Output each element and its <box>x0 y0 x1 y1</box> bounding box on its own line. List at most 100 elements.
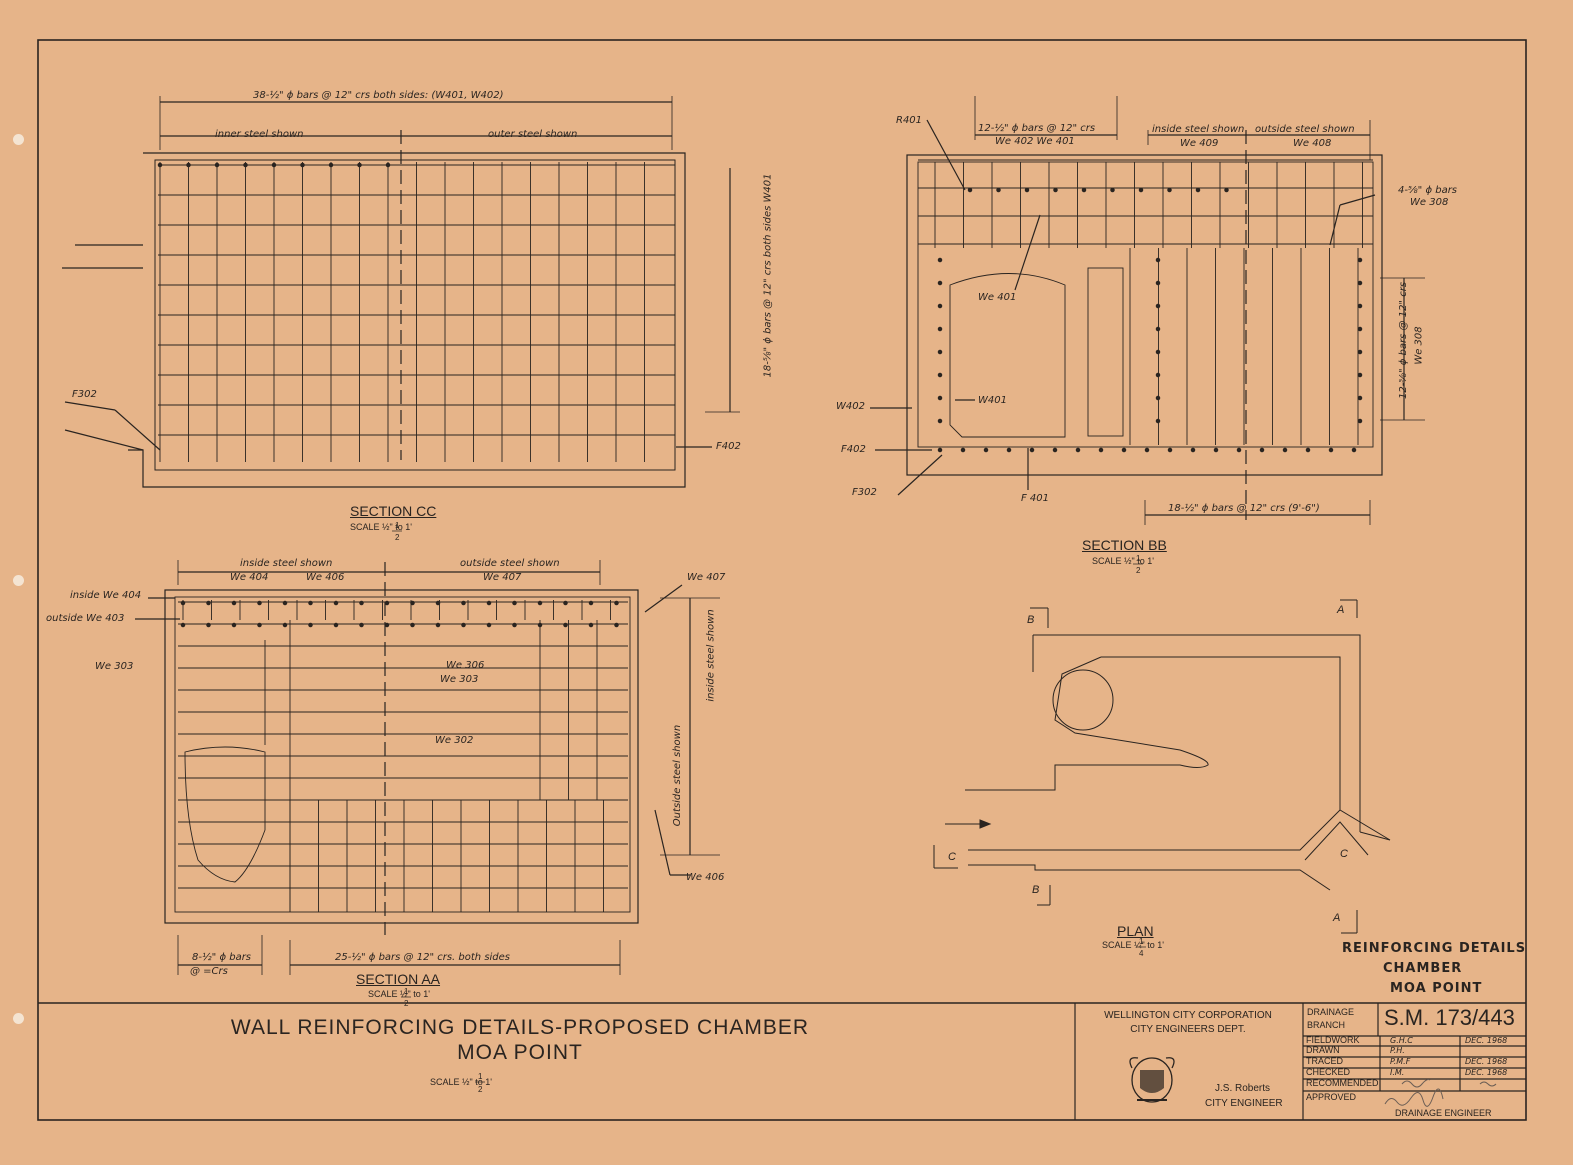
rebar-dot <box>410 600 415 606</box>
rebar-dot <box>486 600 492 606</box>
plan-drawing <box>933 599 1391 934</box>
rebar-dot <box>1357 372 1363 378</box>
rebar-dot <box>180 622 186 628</box>
cc-tag-f402: F402 <box>716 441 741 452</box>
aa-left-dimension: 8-½" ϕ bars <box>192 952 252 963</box>
rebar-dot <box>282 600 288 606</box>
engineer-title: CITY ENGINEER <box>1205 1098 1283 1109</box>
rebar-dot <box>1357 418 1363 424</box>
drawing-title-line2: MOA POINT <box>457 1041 583 1064</box>
rebar-dot <box>1351 447 1357 453</box>
rebar-dot <box>300 162 305 168</box>
rebar-dot <box>1357 395 1363 401</box>
rebar-dot <box>214 162 220 168</box>
rebar-dot <box>1155 257 1161 263</box>
rebar-dot <box>1155 418 1161 424</box>
rebar-dot <box>333 622 339 628</box>
rebar-dot <box>157 162 163 168</box>
rebar-dot <box>937 418 943 424</box>
rebar-dot <box>1155 280 1161 286</box>
aa-left-dimension-spacing: @ =Crs <box>190 966 228 977</box>
rebar-dot <box>1357 349 1363 355</box>
plan-mark-b-bottom: B <box>1032 884 1040 896</box>
cc-inner-note: inner steel shown <box>215 129 304 140</box>
rebar-dot <box>359 600 364 606</box>
rebar-dot <box>960 447 966 453</box>
row-traced-date: DEC. 1968 <box>1465 1057 1508 1066</box>
section-aa-drawing <box>135 560 720 975</box>
rebar-dot <box>206 622 211 628</box>
row-recommended-label: RECOMMENDED <box>1306 1078 1379 1088</box>
rebar-dot <box>1195 187 1201 193</box>
bb-side-dimension: 12-⅝" ϕ bars @ 12" crs <box>1398 281 1410 400</box>
drawing-scale: SCALE ½" to 1' <box>430 1077 492 1087</box>
drawing-title-line1: WALL REINFORCING DETAILS-PROPOSED CHAMBE… <box>230 1016 810 1039</box>
bb-tag-r401: R401 <box>896 115 923 126</box>
rebar-dot <box>614 600 619 606</box>
bb-top-dimension: 12-½" ϕ bars @ 12" crs <box>978 123 1096 134</box>
bb-inside-note: inside steel shown <box>1152 124 1245 135</box>
rebar-dot <box>282 622 288 628</box>
rebar-dot <box>1167 447 1173 453</box>
rebar-dot <box>257 622 262 628</box>
rebar-dot <box>563 622 568 628</box>
cc-top-dimension: 38-½" ϕ bars @ 12" crs both sides: (W401… <box>253 90 504 101</box>
row-drawn-initials: P.H. <box>1390 1046 1405 1055</box>
rebar-dot <box>937 349 943 355</box>
rebar-dot <box>461 600 466 606</box>
aa-tag-we407-top: We 407 <box>483 572 522 583</box>
rebar-dot <box>983 447 989 453</box>
rebar-dot <box>937 395 943 401</box>
svg-text:1: 1 <box>404 987 409 996</box>
plan-scale: SCALE ¼" to 1' <box>1102 940 1164 950</box>
rebar-dot <box>1167 187 1172 193</box>
bb-tag-f402: F402 <box>841 444 866 455</box>
section-bb-title: SECTION BB <box>1082 537 1167 553</box>
handwritten-note-line2: CHAMBER <box>1383 961 1463 976</box>
rebar-dot <box>186 162 191 168</box>
rebar-dot <box>384 622 390 628</box>
aa-bottom-dimension: 25-½" ϕ bars @ 12" crs. both sides <box>335 952 511 963</box>
rebar-dot <box>1282 447 1288 453</box>
rebar-dot <box>1053 187 1058 193</box>
rebar-dot <box>937 326 943 332</box>
rebar-dot <box>435 600 441 606</box>
rebar-dot <box>1155 395 1161 401</box>
bb-tag-we409: We 409 <box>1180 138 1219 149</box>
rebar-dot <box>410 622 415 628</box>
aa-tag-we406b: We 406 <box>686 872 725 883</box>
rebar-dot <box>1357 280 1363 286</box>
row-fieldwork-label: FIELDWORK <box>1306 1035 1360 1045</box>
rebar-dot <box>937 447 943 453</box>
rebar-dot <box>257 600 262 606</box>
rebar-dot <box>1236 447 1242 453</box>
rebar-dot <box>1305 447 1311 453</box>
rebar-dot <box>937 372 943 378</box>
rebar-dot <box>588 622 594 628</box>
rebar-dot <box>937 280 943 286</box>
aa-tag-we303: We 303 <box>95 661 134 672</box>
row-drawn-label: DRAWN <box>1306 1045 1340 1055</box>
section-cc-drawing <box>62 96 740 488</box>
rebar-dot <box>1110 187 1115 193</box>
rebar-dot <box>588 600 594 606</box>
row-checked-initials: I.M. <box>1390 1068 1405 1077</box>
rebar-dot <box>1155 326 1161 332</box>
bb-bars-note: 4-⅝" ϕ bars <box>1398 185 1458 196</box>
rebar-dot <box>1024 187 1030 193</box>
aa-outside-note: outside steel shown <box>460 558 560 569</box>
plan-mark-c-left: C <box>948 851 956 863</box>
rebar-dot <box>206 600 211 606</box>
svg-text:4: 4 <box>1139 949 1144 958</box>
rebar-dot <box>180 600 186 606</box>
rebar-dot <box>1081 187 1087 193</box>
rebar-dot <box>1138 187 1144 193</box>
branch-line1: DRAINAGE <box>1307 1007 1355 1017</box>
bb-tag-we408: We 408 <box>1293 138 1332 149</box>
plan-mark-c-right: C <box>1340 848 1348 860</box>
rebar-dot <box>384 600 390 606</box>
section-bb-scale: SCALE ½" to 1' <box>1092 556 1154 566</box>
bb-bars-tag: We 308 <box>1410 197 1449 208</box>
svg-text:1: 1 <box>478 1072 483 1081</box>
